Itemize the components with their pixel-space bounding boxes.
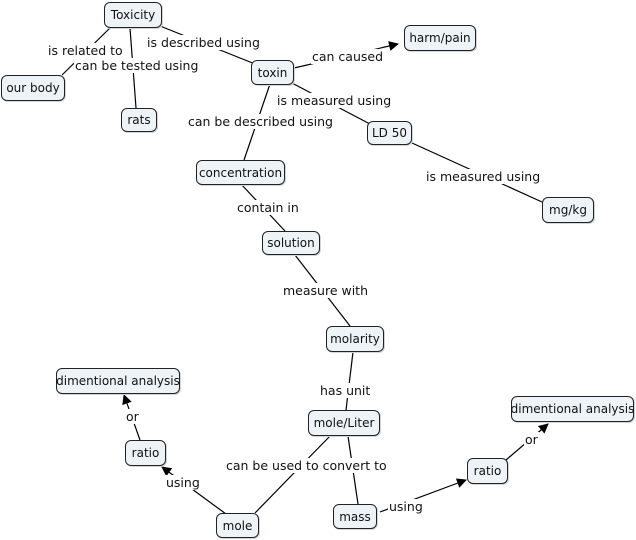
concept-concentration[interactable]: concentration [196, 160, 285, 185]
concept-mass[interactable]: mass [333, 504, 377, 529]
link-can-be-tested-using: can be tested using [74, 58, 200, 73]
link-using-left: using [165, 475, 201, 490]
concept-harm-pain[interactable]: harm/pain [404, 25, 476, 51]
link-or-left: or [125, 409, 140, 424]
concept-mg-kg[interactable]: mg/kg [542, 197, 594, 223]
concept-dimentional-analysis-right[interactable]: dimentional analysis [511, 396, 634, 422]
link-is-measured-using-2: is measured using [425, 169, 542, 184]
link-or-right: or [524, 432, 539, 447]
link-is-measured-using: is measured using [276, 93, 393, 108]
link-measure-with: measure with [282, 283, 370, 298]
concept-ratio-left[interactable]: ratio [125, 440, 166, 466]
link-contain-in: contain in [236, 200, 300, 215]
link-can-be-described-using: can be described using [187, 114, 334, 129]
connector-mole-ratio [161, 466, 227, 515]
link-can-be-used-to-convert-to: can be used to convert to [225, 458, 388, 473]
concept-toxin[interactable]: toxin [251, 60, 294, 85]
concept-rats[interactable]: rats [121, 108, 157, 132]
concept-mole[interactable]: mole [216, 513, 259, 538]
link-using-right: using [388, 499, 424, 514]
connector-moleliter-mole [254, 435, 331, 514]
link-has-unit: has unit [319, 383, 372, 398]
link-is-related-to: is related to [47, 43, 124, 58]
link-can-caused: can caused [311, 49, 385, 64]
concept-ld50[interactable]: LD 50 [367, 121, 412, 145]
concept-ratio-right[interactable]: ratio [467, 458, 508, 484]
concept-molarity[interactable]: molarity [326, 326, 384, 352]
concept-our-body[interactable]: our body [1, 75, 65, 101]
concept-dimentional-analysis-left[interactable]: dimentional analysis [56, 368, 180, 394]
concept-solution[interactable]: solution [262, 231, 320, 255]
concept-toxicity[interactable]: Toxicity [104, 2, 162, 28]
link-is-described-using: is described using [146, 35, 261, 50]
concept-mole-liter[interactable]: mole/Liter [308, 410, 380, 436]
connector-molarity-moleliter [345, 351, 354, 411]
